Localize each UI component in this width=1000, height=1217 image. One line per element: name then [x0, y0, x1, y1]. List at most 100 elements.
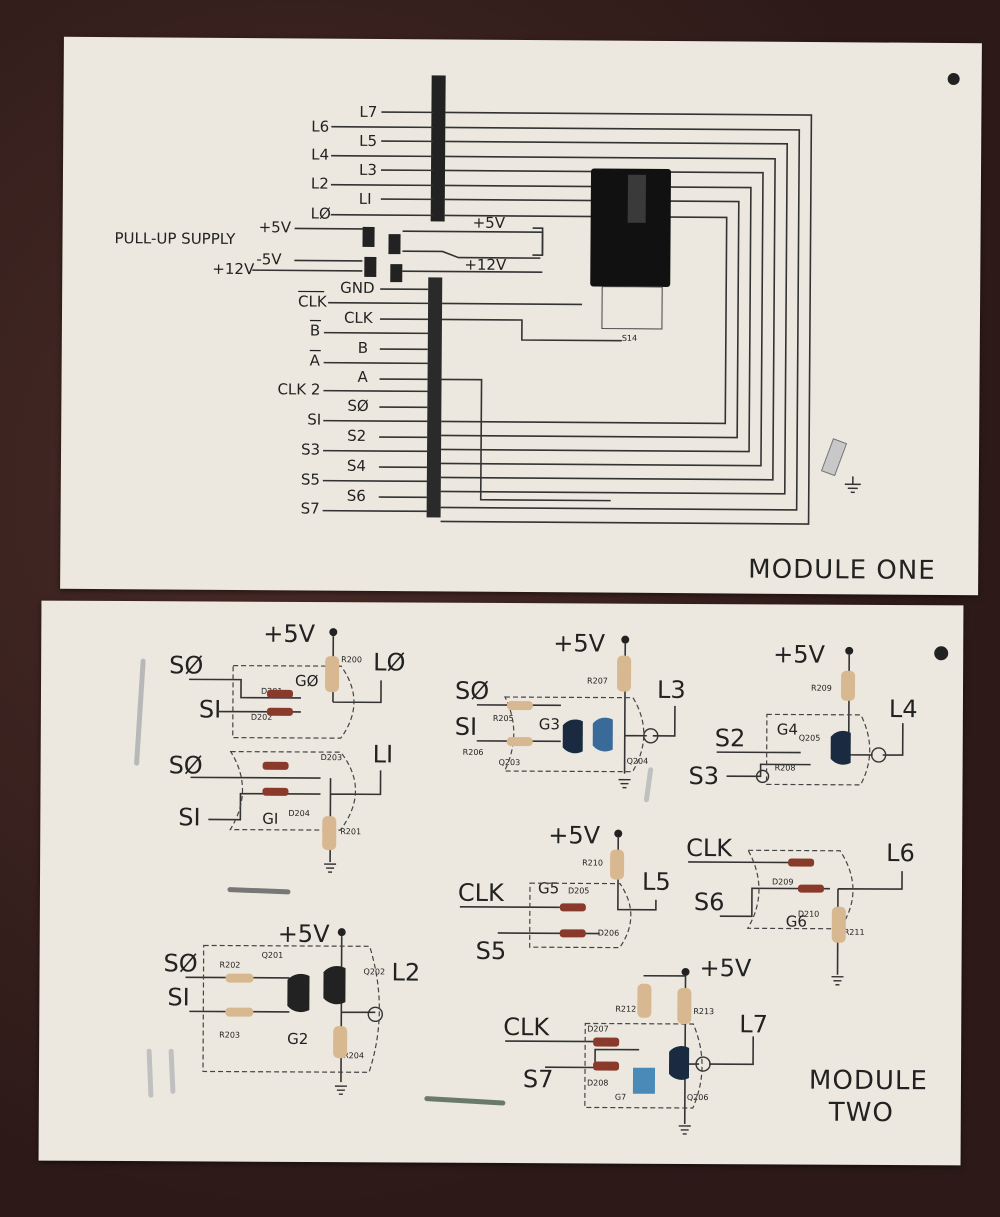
g4-output-l4: L4 — [889, 695, 918, 723]
g5-vcc-label: +5V — [548, 821, 601, 849]
pin-label-b-bar: B — [310, 322, 320, 340]
g2-r1-label: R202 — [220, 961, 241, 970]
mounting-hole-icon — [934, 646, 949, 661]
right-stub-lines — [378, 111, 434, 499]
g3-r3-label: R207 — [587, 676, 608, 685]
jumper-4 — [390, 264, 403, 283]
g1-output-l1: LI — [373, 740, 394, 768]
g2-gate-label: G2 — [287, 1030, 308, 1048]
g0-input-s1: SI — [199, 695, 221, 723]
g3-r1-label: R205 — [493, 714, 514, 723]
gate-g2: +5V SØ SI L2 G2 R202 R203 R204 Q201 Q202 — [164, 920, 420, 1095]
module-two-schematic: +5V SØ SI LØ GØ R200 D201 D202 SØ SI LI … — [134, 620, 949, 1135]
g4-input-s2: S2 — [715, 724, 746, 752]
g6-input-clk: CLK — [686, 834, 733, 862]
pin-label-plus12v: +12V — [212, 260, 255, 278]
g3-input-s1: SI — [455, 713, 477, 741]
g3-gate-label: G3 — [539, 715, 560, 733]
gate-g0: +5V SØ SI LØ GØ R200 D201 D202 — [169, 620, 405, 739]
module-one-schematic: L6 L4 L2 LØ +5V -5V +12V CLK B A CLK 2 S… — [114, 73, 960, 586]
gate-g7: +5V CLK S7 L7 G7 R212 R213 D207 D208 Q20… — [503, 954, 768, 1135]
gate-g5: +5V CLK S5 L5 G5 R210 D205 D206 — [458, 821, 671, 965]
g1-input-s0: SØ — [169, 751, 203, 779]
g7-diode1-label: D207 — [587, 1024, 608, 1033]
g7-input-s7: S7 — [523, 1065, 554, 1093]
jumper-2 — [388, 234, 401, 255]
g0-resistor-label: R200 — [341, 655, 362, 664]
jumper-3 — [364, 256, 377, 277]
pin-label-plus5v: +5V — [259, 218, 292, 236]
g3-output-l3: L3 — [657, 676, 686, 704]
g2-r2-label: R203 — [219, 1031, 240, 1040]
left-pin-labels: L6 L4 L2 LØ +5V -5V +12V CLK B A CLK 2 S… — [212, 118, 331, 518]
module-two-title-line1: MODULE — [809, 1066, 928, 1097]
g5-gate-label: G5 — [538, 879, 559, 897]
pin-label-gnd: GND — [340, 279, 375, 297]
pin-label-clk2: CLK 2 — [277, 380, 320, 398]
g5-output-l5: L5 — [642, 868, 671, 896]
left-stub-lines — [252, 125, 434, 513]
jumper-1 — [362, 226, 375, 247]
module-one-board: L6 L4 L2 LØ +5V -5V +12V CLK B A CLK 2 S… — [60, 36, 982, 596]
pin-label-a-bar: A — [310, 352, 321, 370]
pin-label-s7: S7 — [301, 499, 320, 517]
g7-r1-label: R212 — [615, 1005, 636, 1014]
g3-q1-label: Q203 — [499, 758, 521, 767]
g4-input-s3: S3 — [688, 762, 719, 790]
gate-g3: +5V SØ SI L3 G3 R205 R206 R207 Q203 Q204 — [455, 629, 686, 789]
g4-r1-label: R208 — [775, 763, 796, 772]
g7-r2-label: R213 — [693, 1007, 714, 1016]
right-pin-labels: L7 L5 L3 LI GND CLK B A SØ S2 S4 S6 — [340, 103, 377, 505]
g6-diode2-label: D210 — [798, 910, 819, 919]
g2-input-s0: SØ — [164, 949, 198, 977]
g7-diode2-label: D208 — [587, 1078, 608, 1087]
switch-label: S14 — [622, 334, 637, 343]
g5-input-s5: S5 — [476, 937, 507, 965]
switch-s14[interactable] — [590, 168, 672, 330]
header-strip-bottom — [426, 277, 443, 518]
g1-diode2-label: D204 — [288, 809, 309, 818]
g6-diode1-label: D209 — [772, 877, 793, 886]
pin-label-s2: S2 — [347, 427, 366, 445]
g5-diode2-label: D206 — [598, 929, 619, 938]
pin-label-l4: L4 — [311, 146, 329, 164]
g4-q-label: Q205 — [799, 734, 821, 743]
module-two-board: +5V SØ SI LØ GØ R200 D201 D202 SØ SI LI … — [38, 600, 964, 1166]
pin-label-b: B — [358, 339, 368, 357]
g2-r3-label: R204 — [343, 1051, 364, 1060]
pin-label-a: A — [358, 368, 369, 386]
supply-label-5v: +5V — [473, 214, 506, 232]
g2-vcc-label: +5V — [278, 920, 331, 948]
g4-gate-label: G4 — [777, 720, 798, 738]
mounting-hole-icon — [947, 73, 960, 86]
pin-label-l5: L5 — [359, 132, 377, 150]
g2-input-s1: SI — [167, 983, 189, 1011]
g4-r2-label: R209 — [811, 684, 832, 693]
pin-label-l6: L6 — [311, 118, 329, 136]
pin-label-s0: SØ — [347, 397, 369, 415]
g7-input-clk: CLK — [503, 1013, 550, 1041]
module-one-title: MODULE ONE — [748, 555, 936, 586]
g0-vcc-label: +5V — [263, 620, 316, 648]
g0-output-l0: LØ — [373, 648, 405, 676]
header-strip-top — [430, 75, 446, 222]
supply-label-12v: +12V — [464, 256, 507, 274]
g3-input-s0: SØ — [455, 677, 489, 705]
g1-input-s1: SI — [178, 803, 200, 831]
gate-g6: CLK S6 L6 G6 D209 D210 R211 — [686, 834, 915, 986]
g6-input-s6: S6 — [694, 888, 725, 916]
g5-resistor-label: R210 — [582, 858, 603, 867]
pin-label-clk: CLK — [344, 309, 374, 327]
g7-vcc-label: +5V — [699, 954, 752, 982]
ground-post-icon[interactable] — [820, 438, 861, 494]
pin-label-s6: S6 — [347, 487, 366, 505]
pin-label-s3: S3 — [301, 440, 320, 458]
g5-input-clk: CLK — [458, 879, 505, 907]
loose-wire-pieces — [134, 658, 654, 1106]
pin-label-clk-bar: CLK — [298, 292, 328, 310]
g5-diode1-label: D205 — [568, 886, 589, 895]
g3-r2-label: R206 — [463, 748, 484, 757]
g3-vcc-label: +5V — [553, 629, 606, 657]
g2-q1-label: Q201 — [262, 951, 284, 960]
g0-gate-label: GØ — [295, 672, 319, 690]
